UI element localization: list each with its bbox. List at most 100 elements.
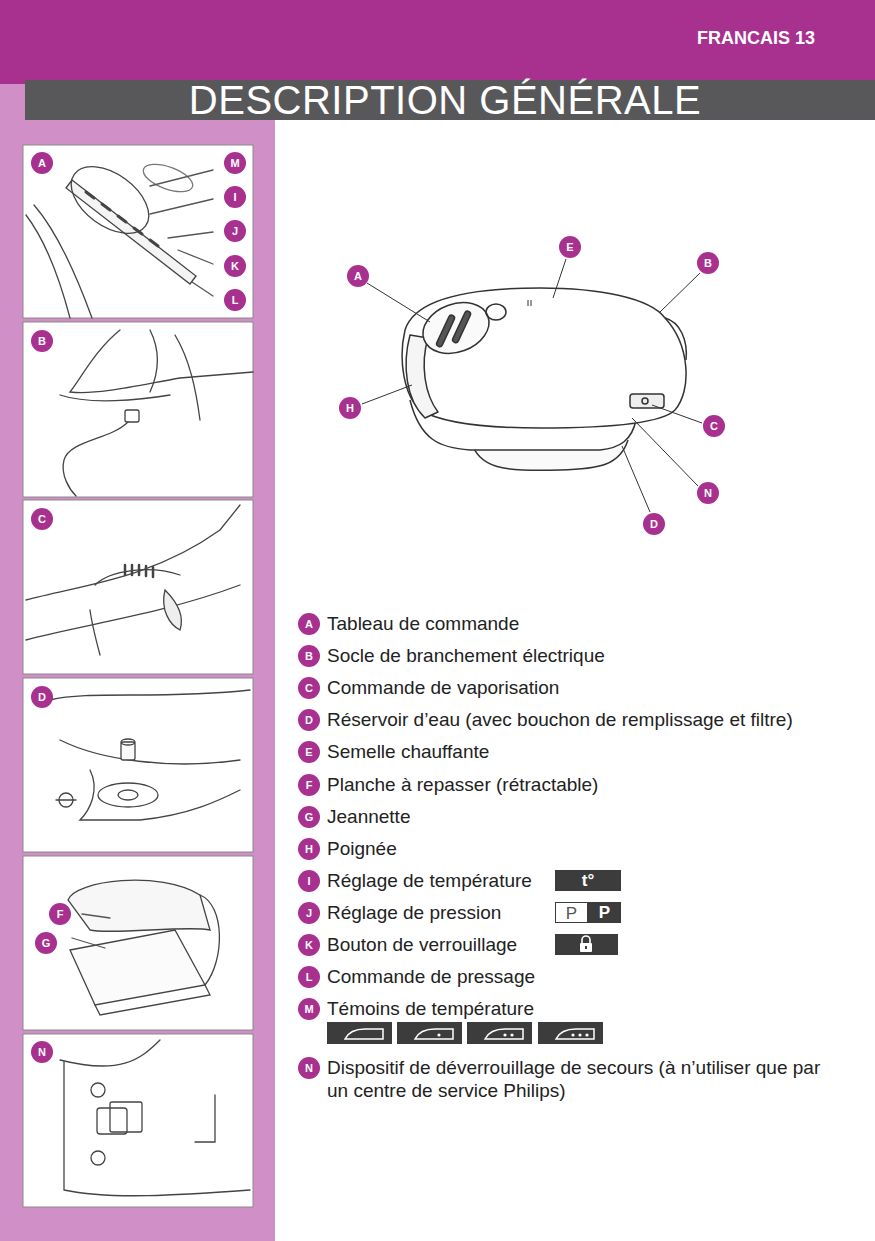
callout-letter: D [298,709,320,731]
heat-dot [437,1033,440,1036]
label-slot: Dispositif de déverrouillage de secours … [327,1056,827,1102]
cord [63,422,128,496]
heat-dot [571,1033,574,1036]
callout-letter: A [347,265,369,287]
label-slot: L [298,966,320,988]
callout-letter: H [298,838,320,860]
screw-hole [91,1151,105,1165]
lock-icon [580,943,592,952]
label-slot: Réglage de température [327,869,532,892]
callout-letter: A [31,152,53,174]
sketch-line [80,770,240,820]
leader-line [632,418,698,486]
callout-letter: A [298,613,320,635]
callout-letter: J [224,220,246,242]
label-slot: Poignée [327,837,397,860]
callout-letter: G [298,806,320,828]
label-slot: Semelle chauffante [327,740,489,763]
label-slot: D [298,709,320,731]
callout-letter: F [298,774,320,796]
leader-line [82,914,110,918]
filter [56,799,76,800]
sketch-line [34,205,92,318]
label-slot: C [298,677,320,699]
press-body [200,895,219,985]
press-body [402,288,686,428]
sketch-line [26,505,240,600]
main-illustration [402,288,686,470]
trigger [164,590,182,630]
callout-letter: C [298,677,320,699]
part-name: Témoins de température [327,997,534,1020]
label-slot: J [298,902,320,924]
part-name: Réservoir d’eau (avec bouchon de remplis… [327,708,793,731]
sketch-line [60,740,240,764]
label-slot: Réglage de pression [327,901,501,924]
leader-line [660,273,700,312]
label-slot: G [298,806,320,828]
label-slot: E [559,236,581,258]
control-slot [436,314,456,347]
callout-letter: L [298,966,320,988]
part-name: Semelle chauffante [327,740,489,763]
press-body [665,318,686,360]
label-slot: H [298,838,320,860]
label-slot: B [298,645,320,667]
part-name: Bouton de verrouillage [327,933,517,956]
label-slot: B [31,330,53,352]
label-slot: I [298,870,320,892]
callout-letter: L [224,289,246,311]
label-slot: J [224,220,246,242]
callout-letter: D [643,513,665,535]
part-name: Jeannette [327,805,410,828]
label-slot: M [224,152,246,174]
leader-line [168,232,213,238]
callout-letter: F [49,903,71,925]
tank-socket [98,783,158,807]
logo-mark [528,300,531,306]
label-slot: D [31,686,53,708]
callout-letter: I [224,186,246,208]
iron-symbol [485,1029,523,1039]
label-slot: A [298,613,320,635]
release-slot [110,1102,142,1132]
panel-bar [66,180,196,284]
label-slot: D [643,513,665,535]
heat-dot [503,1033,506,1036]
callout-letter: N [31,1041,53,1063]
label-slot: Commande de vaporisation [327,676,559,699]
power-socket [630,394,664,408]
label-slot: G [35,932,57,954]
label-slot: I [224,186,246,208]
label-slot: 13 [795,27,815,49]
sketch-line [64,1062,250,1196]
press-button [486,304,506,320]
heat-dot [510,1033,513,1036]
leader-line [72,938,105,948]
detail-panel [23,500,253,674]
sketch-line [175,335,200,420]
setting-icon: t° [555,870,621,891]
label-slot: Commande de pressage [327,965,535,988]
sketch-line [90,610,100,655]
logo-oval [140,159,196,197]
label-slot: K [224,255,246,277]
label-slot: L [224,289,246,311]
setting-icon: P [588,902,621,923]
part-name: Commande de vaporisation [327,676,559,699]
title-band [25,80,875,120]
label-slot: F [298,774,320,796]
label-slot: Témoins de température [327,997,534,1020]
temperature-icon [538,1022,603,1044]
callout-letter: N [298,1057,320,1079]
press-lid [68,880,210,931]
panel-keys [86,192,158,246]
detail-panels [23,145,253,1207]
detail-panel [23,678,253,852]
plug [125,410,139,422]
callout-letter: N [697,482,719,504]
label-slot: H [339,397,361,419]
label-slot: A [31,152,53,174]
leader-line [150,199,213,214]
